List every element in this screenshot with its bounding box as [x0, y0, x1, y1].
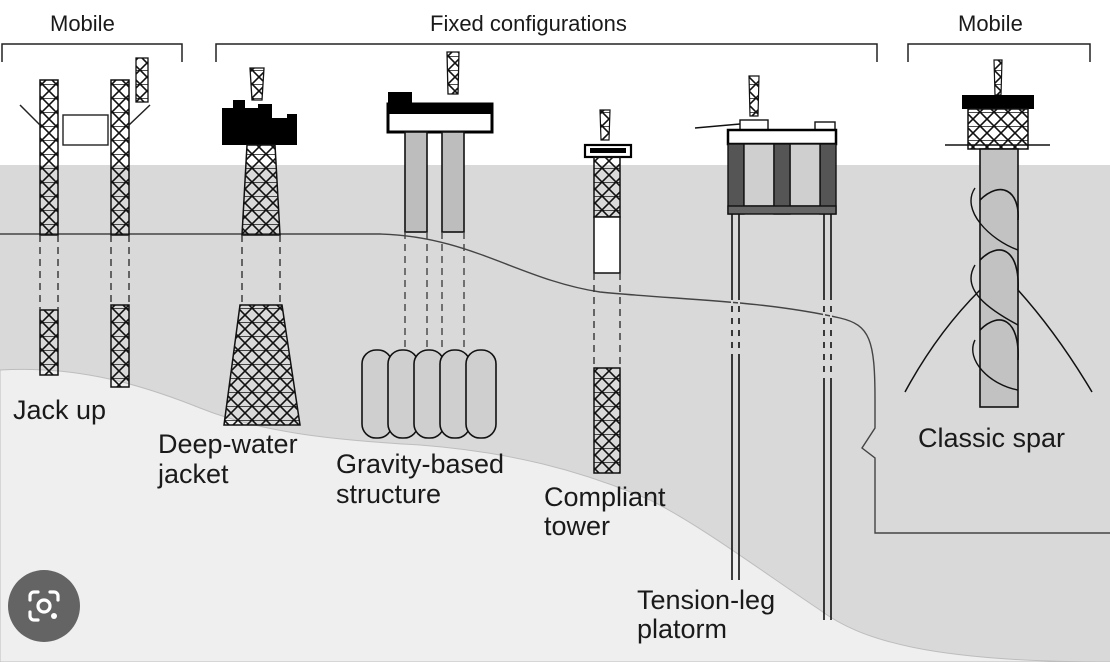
depth-line — [0, 233, 1110, 534]
tension-leg-platform — [694, 75, 838, 620]
classic-spar-platform — [904, 59, 1093, 408]
label-jack-up: Jack up — [13, 395, 107, 425]
label-tension-leg-line1: Tension-leg — [637, 585, 776, 615]
deep-water-jacket-platform — [222, 67, 301, 426]
compliant-tower-platform — [583, 109, 633, 474]
jack-up-platform — [19, 57, 151, 388]
label-deep-water-jacket-line1: Deep-water — [158, 429, 298, 459]
gravity-based-structure — [361, 51, 497, 439]
google-lens-camera-icon — [28, 590, 60, 622]
mobile-left-bracket — [1, 43, 183, 62]
fixed-bracket — [215, 43, 878, 62]
label-compliant-tower-line2: tower — [544, 511, 611, 541]
fixed-configurations-header: Fixed configurations — [430, 11, 627, 36]
label-tension-leg-line2: platorm — [637, 614, 728, 644]
label-gravity-based-line2: structure — [336, 479, 442, 509]
mobile-right-bracket — [907, 43, 1091, 62]
label-gravity-based-line1: Gravity-based — [336, 449, 505, 479]
label-compliant-tower-line1: Compliant — [544, 482, 666, 512]
mobile-right-header: Mobile — [958, 11, 1023, 36]
label-deep-water-jacket-line2: jacket — [158, 459, 229, 489]
seabed — [0, 368, 1110, 662]
label-classic-spar: Classic spar — [918, 423, 1066, 453]
mobile-left-header: Mobile — [50, 11, 115, 36]
visual-search-button[interactable] — [8, 570, 80, 642]
